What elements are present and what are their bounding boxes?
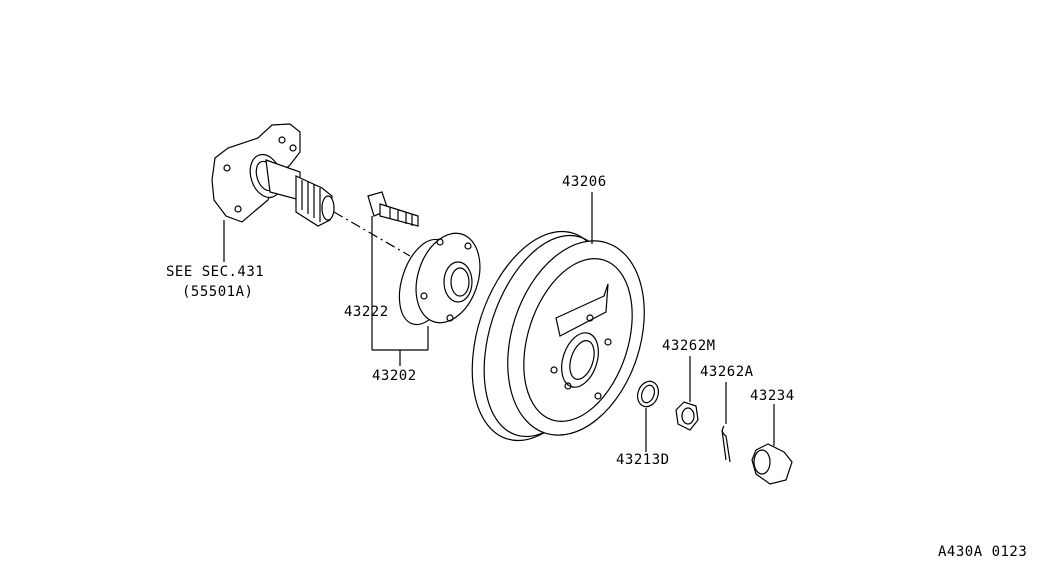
hub-bolt-part	[367, 191, 419, 350]
hub-nut-part	[675, 356, 699, 431]
figure-code: A430A 0123	[938, 544, 1028, 560]
grease-seal-part	[637, 380, 659, 452]
hub-cap-part	[751, 404, 793, 485]
label-see-sec-ref: (55501A)	[182, 284, 254, 300]
wheel-hub-part	[398, 232, 481, 350]
label-43206: 43206	[562, 174, 607, 190]
label-43213D: 43213D	[616, 452, 670, 468]
label-43262A: 43262A	[700, 364, 754, 380]
label-43262M: 43262M	[662, 338, 716, 354]
brake-drum-part	[471, 192, 645, 442]
label-see-sec: SEE SEC.431	[166, 264, 265, 280]
label-43234: 43234	[750, 388, 795, 404]
label-43222: 43222	[344, 304, 389, 320]
cotter-pin-part	[721, 382, 731, 463]
spindle-knuckle-part	[211, 123, 335, 262]
label-43202: 43202	[372, 368, 417, 384]
